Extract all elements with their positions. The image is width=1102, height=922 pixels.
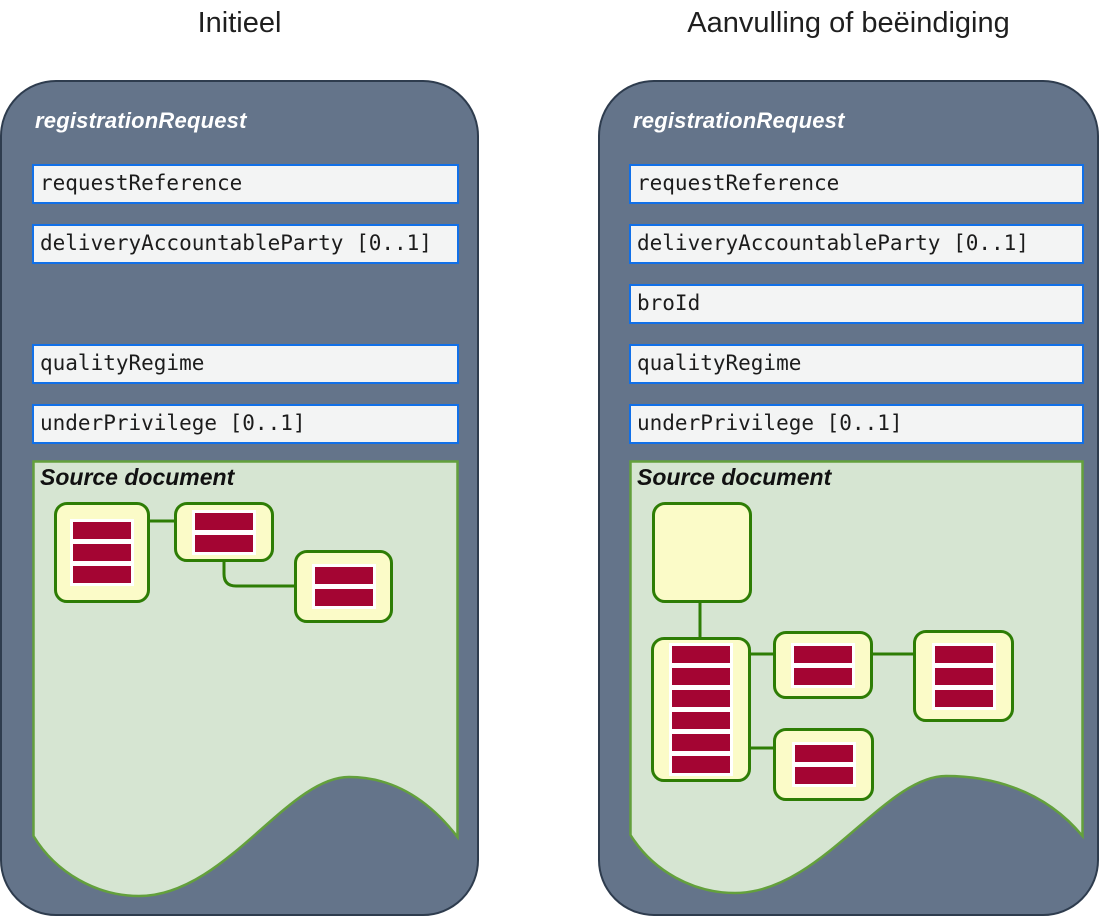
document-node	[294, 550, 393, 623]
panel-header: registrationRequest	[35, 108, 247, 133]
text-line-bar	[195, 512, 253, 530]
text-line-bar	[195, 534, 253, 552]
field-under-privilege: underPrivilege [0..1]	[32, 404, 459, 444]
column-title-initieel: Initieel	[197, 7, 282, 39]
document-text-lines	[70, 519, 134, 586]
column-title-aanvulling: Aanvulling of beëindiging	[687, 7, 1010, 39]
panel-header: registrationRequest	[633, 108, 845, 133]
document-text-lines	[192, 509, 256, 555]
text-line-bar	[672, 756, 730, 773]
field-quality-regime: qualityRegime	[629, 344, 1084, 384]
text-line-bar	[73, 544, 131, 561]
document-text-lines	[669, 643, 733, 776]
text-line-bar	[794, 645, 852, 663]
document-text-lines	[791, 742, 856, 787]
text-line-bar	[672, 646, 730, 663]
field-bro-id: broId	[629, 284, 1084, 324]
panel-aanvulling: registrationRequest requestReference del…	[598, 80, 1099, 916]
text-line-bar	[934, 689, 993, 707]
text-line-bar	[672, 712, 730, 729]
source-document-area: Source document	[629, 460, 1084, 902]
document-node	[651, 637, 751, 782]
text-line-bar	[672, 668, 730, 685]
document-text-lines	[311, 564, 376, 609]
source-document-label: Source document	[40, 464, 235, 490]
document-text-lines	[791, 642, 855, 688]
text-line-bar	[73, 522, 131, 539]
text-line-bar	[672, 734, 730, 751]
text-line-bar	[934, 645, 993, 663]
document-node	[773, 728, 874, 801]
source-document-area: Source document	[32, 460, 459, 902]
document-node	[913, 630, 1014, 722]
field-delivery-accountable-party: deliveryAccountableParty [0..1]	[629, 224, 1084, 264]
text-line-bar	[794, 767, 853, 784]
panel-initieel: registrationRequest requestReference del…	[0, 80, 479, 916]
connector-line	[222, 561, 294, 588]
document-node	[54, 502, 150, 603]
text-line-bar	[794, 745, 853, 762]
field-under-privilege: underPrivilege [0..1]	[629, 404, 1084, 444]
text-line-bar	[672, 690, 730, 707]
document-text-lines	[931, 642, 996, 710]
text-line-bar	[934, 667, 993, 685]
document-node	[773, 631, 873, 699]
text-line-bar	[314, 567, 373, 584]
document-node	[652, 502, 752, 603]
text-line-bar	[794, 667, 852, 685]
source-document-label: Source document	[637, 464, 832, 490]
field-delivery-accountable-party: deliveryAccountableParty [0..1]	[32, 224, 459, 264]
field-request-reference: requestReference	[32, 164, 459, 204]
document-node	[174, 502, 274, 562]
field-quality-regime: qualityRegime	[32, 344, 459, 384]
text-line-bar	[314, 589, 373, 606]
text-line-bar	[73, 566, 131, 583]
field-request-reference: requestReference	[629, 164, 1084, 204]
